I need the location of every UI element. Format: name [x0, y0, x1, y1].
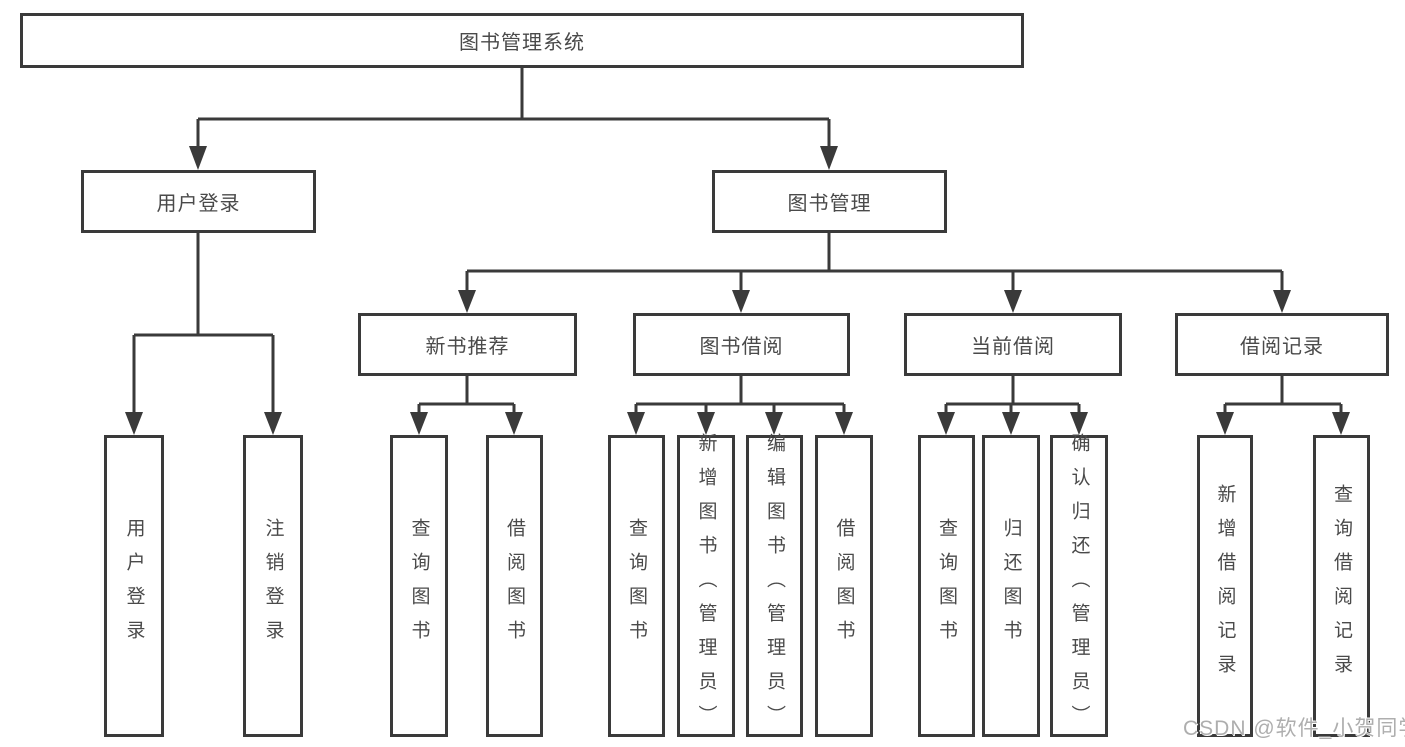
node-book-borrow: 图书借阅: [633, 313, 850, 376]
arrow-down-icon: [627, 412, 645, 435]
arrowheads: [125, 146, 1350, 435]
node-borrow-records-label: 借阅记录: [1240, 336, 1324, 358]
node-current-borrow: 当前借阅: [904, 313, 1122, 376]
arrow-down-icon: [835, 412, 853, 435]
leaf-add-borrow-record-label: 新增借阅记录: [1214, 484, 1236, 688]
node-book-borrow-label: 图书借阅: [699, 336, 784, 358]
connector-newbookrec-to-leaves: [417, 376, 516, 413]
arrow-down-icon: [1004, 290, 1022, 313]
arrow-down-icon: [1332, 412, 1350, 435]
arrow-down-icon: [1002, 412, 1020, 435]
leaf-confirm-return-admin-label: 确认归还（管理员）: [1068, 433, 1090, 739]
arrow-down-icon: [732, 290, 750, 313]
arrow-down-icon: [765, 412, 783, 435]
leaf-query-books-borrow-label: 查询图书: [626, 518, 647, 654]
node-new-book-recommend-label: 新书推荐: [425, 336, 510, 358]
leaf-add-book-admin: 新增图书（管理员）: [677, 433, 735, 739]
leaf-query-books-current: 查询图书: [918, 435, 975, 737]
leaf-edit-book-admin-label: 编辑图书（管理员）: [764, 433, 785, 739]
node-user-login-label: 用户登录: [156, 193, 241, 215]
connector-currentborrow-to-leaves: [944, 376, 1081, 413]
arrow-down-icon: [505, 412, 523, 435]
connector-bookmgmt-to-level3: [465, 233, 1284, 291]
arrow-down-icon: [458, 290, 476, 313]
node-library-system-label: 图书管理系统: [459, 32, 585, 54]
arrow-down-icon: [1216, 412, 1234, 435]
connector-borrowrecord-to-leaves: [1223, 376, 1343, 413]
connector-userlogin-to-leaves: [132, 233, 275, 413]
leaf-query-books-recommend-label: 查询图书: [408, 518, 430, 654]
arrow-down-icon: [125, 412, 143, 435]
arrow-down-icon: [410, 412, 428, 435]
arrow-down-icon: [264, 412, 282, 435]
node-book-management-label: 图书管理: [787, 193, 872, 215]
leaf-add-borrow-record: 新增借阅记录: [1197, 435, 1253, 737]
node-current-borrow-label: 当前借阅: [971, 336, 1055, 358]
node-library-system: 图书管理系统: [20, 13, 1024, 68]
watermark: CSDN @软件_小贺同学: [1183, 717, 1405, 740]
leaf-query-books-borrow: 查询图书: [608, 435, 665, 737]
arrow-down-icon: [937, 412, 955, 435]
arrow-down-icon: [820, 146, 838, 170]
arrow-down-icon: [697, 412, 715, 435]
node-user-login: 用户登录: [81, 170, 316, 233]
connector-bookborrow-to-leaves: [634, 376, 846, 413]
leaf-query-books-recommend: 查询图书: [390, 435, 448, 737]
leaf-query-books-current-label: 查询图书: [936, 518, 957, 654]
arrow-down-icon: [189, 146, 207, 170]
arrow-down-icon: [1273, 290, 1291, 313]
node-borrow-records: 借阅记录: [1175, 313, 1389, 376]
leaf-return-books: 归还图书: [982, 435, 1040, 737]
leaf-add-book-admin-label: 新增图书（管理员）: [695, 433, 717, 739]
leaf-confirm-return-admin: 确认归还（管理员）: [1050, 433, 1108, 739]
leaf-query-borrow-record-label: 查询借阅记录: [1331, 484, 1352, 688]
leaf-user-login-label: 用户登录: [123, 518, 145, 654]
leaf-logout-login-label: 注销登录: [262, 518, 284, 654]
leaf-borrow-books-recommend-label: 借阅图书: [504, 518, 525, 654]
leaf-query-borrow-record: 查询借阅记录: [1313, 435, 1370, 737]
leaf-user-login: 用户登录: [104, 435, 164, 737]
leaf-borrow-books-borrow: 借阅图书: [815, 435, 873, 737]
node-new-book-recommend: 新书推荐: [358, 313, 577, 376]
leaf-return-books-label: 归还图书: [1000, 518, 1022, 654]
arrow-down-icon: [1070, 412, 1088, 435]
node-book-management: 图书管理: [712, 170, 947, 233]
leaf-borrow-books-borrow-label: 借阅图书: [833, 518, 855, 654]
leaf-borrow-books-recommend: 借阅图书: [486, 435, 543, 737]
leaf-logout-login: 注销登录: [243, 435, 303, 737]
leaf-edit-book-admin: 编辑图书（管理员）: [746, 433, 803, 739]
connector-root-to-level2: [196, 68, 831, 147]
